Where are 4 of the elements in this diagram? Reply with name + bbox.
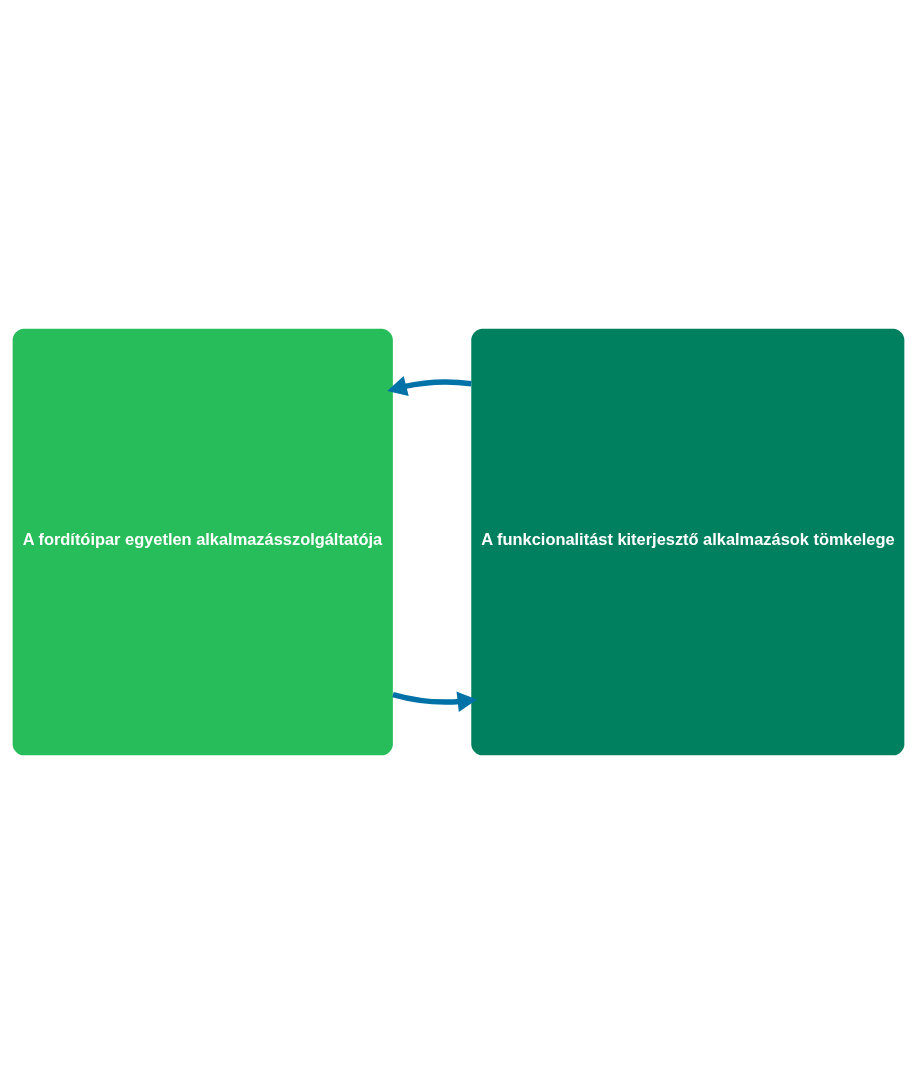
node-box: A fordítóipar egyetlen alkalmazásszolgáltatója (12, 328, 393, 755)
arrow (387, 375, 472, 396)
arrow (392, 691, 478, 712)
node-box: A funkcionalitást kiterjesztő alkalmazások tömkelege (471, 328, 905, 755)
